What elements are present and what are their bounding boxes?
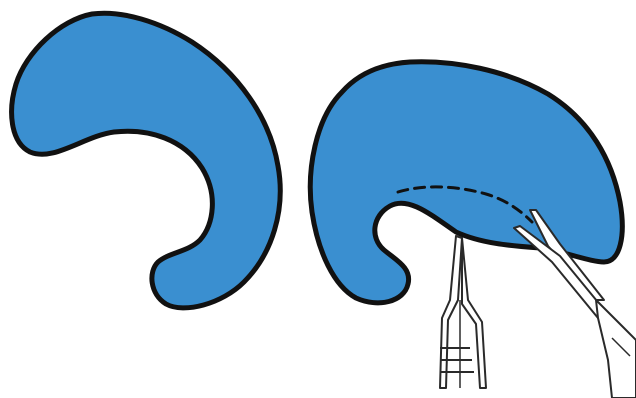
left-crescent-shape xyxy=(12,13,281,308)
scissors-handle xyxy=(596,300,636,398)
forceps-instrument xyxy=(440,236,486,388)
right-panel xyxy=(310,62,636,398)
forceps-right-jaw xyxy=(462,238,486,388)
forceps-left-jaw xyxy=(440,236,462,388)
left-panel xyxy=(12,13,281,308)
